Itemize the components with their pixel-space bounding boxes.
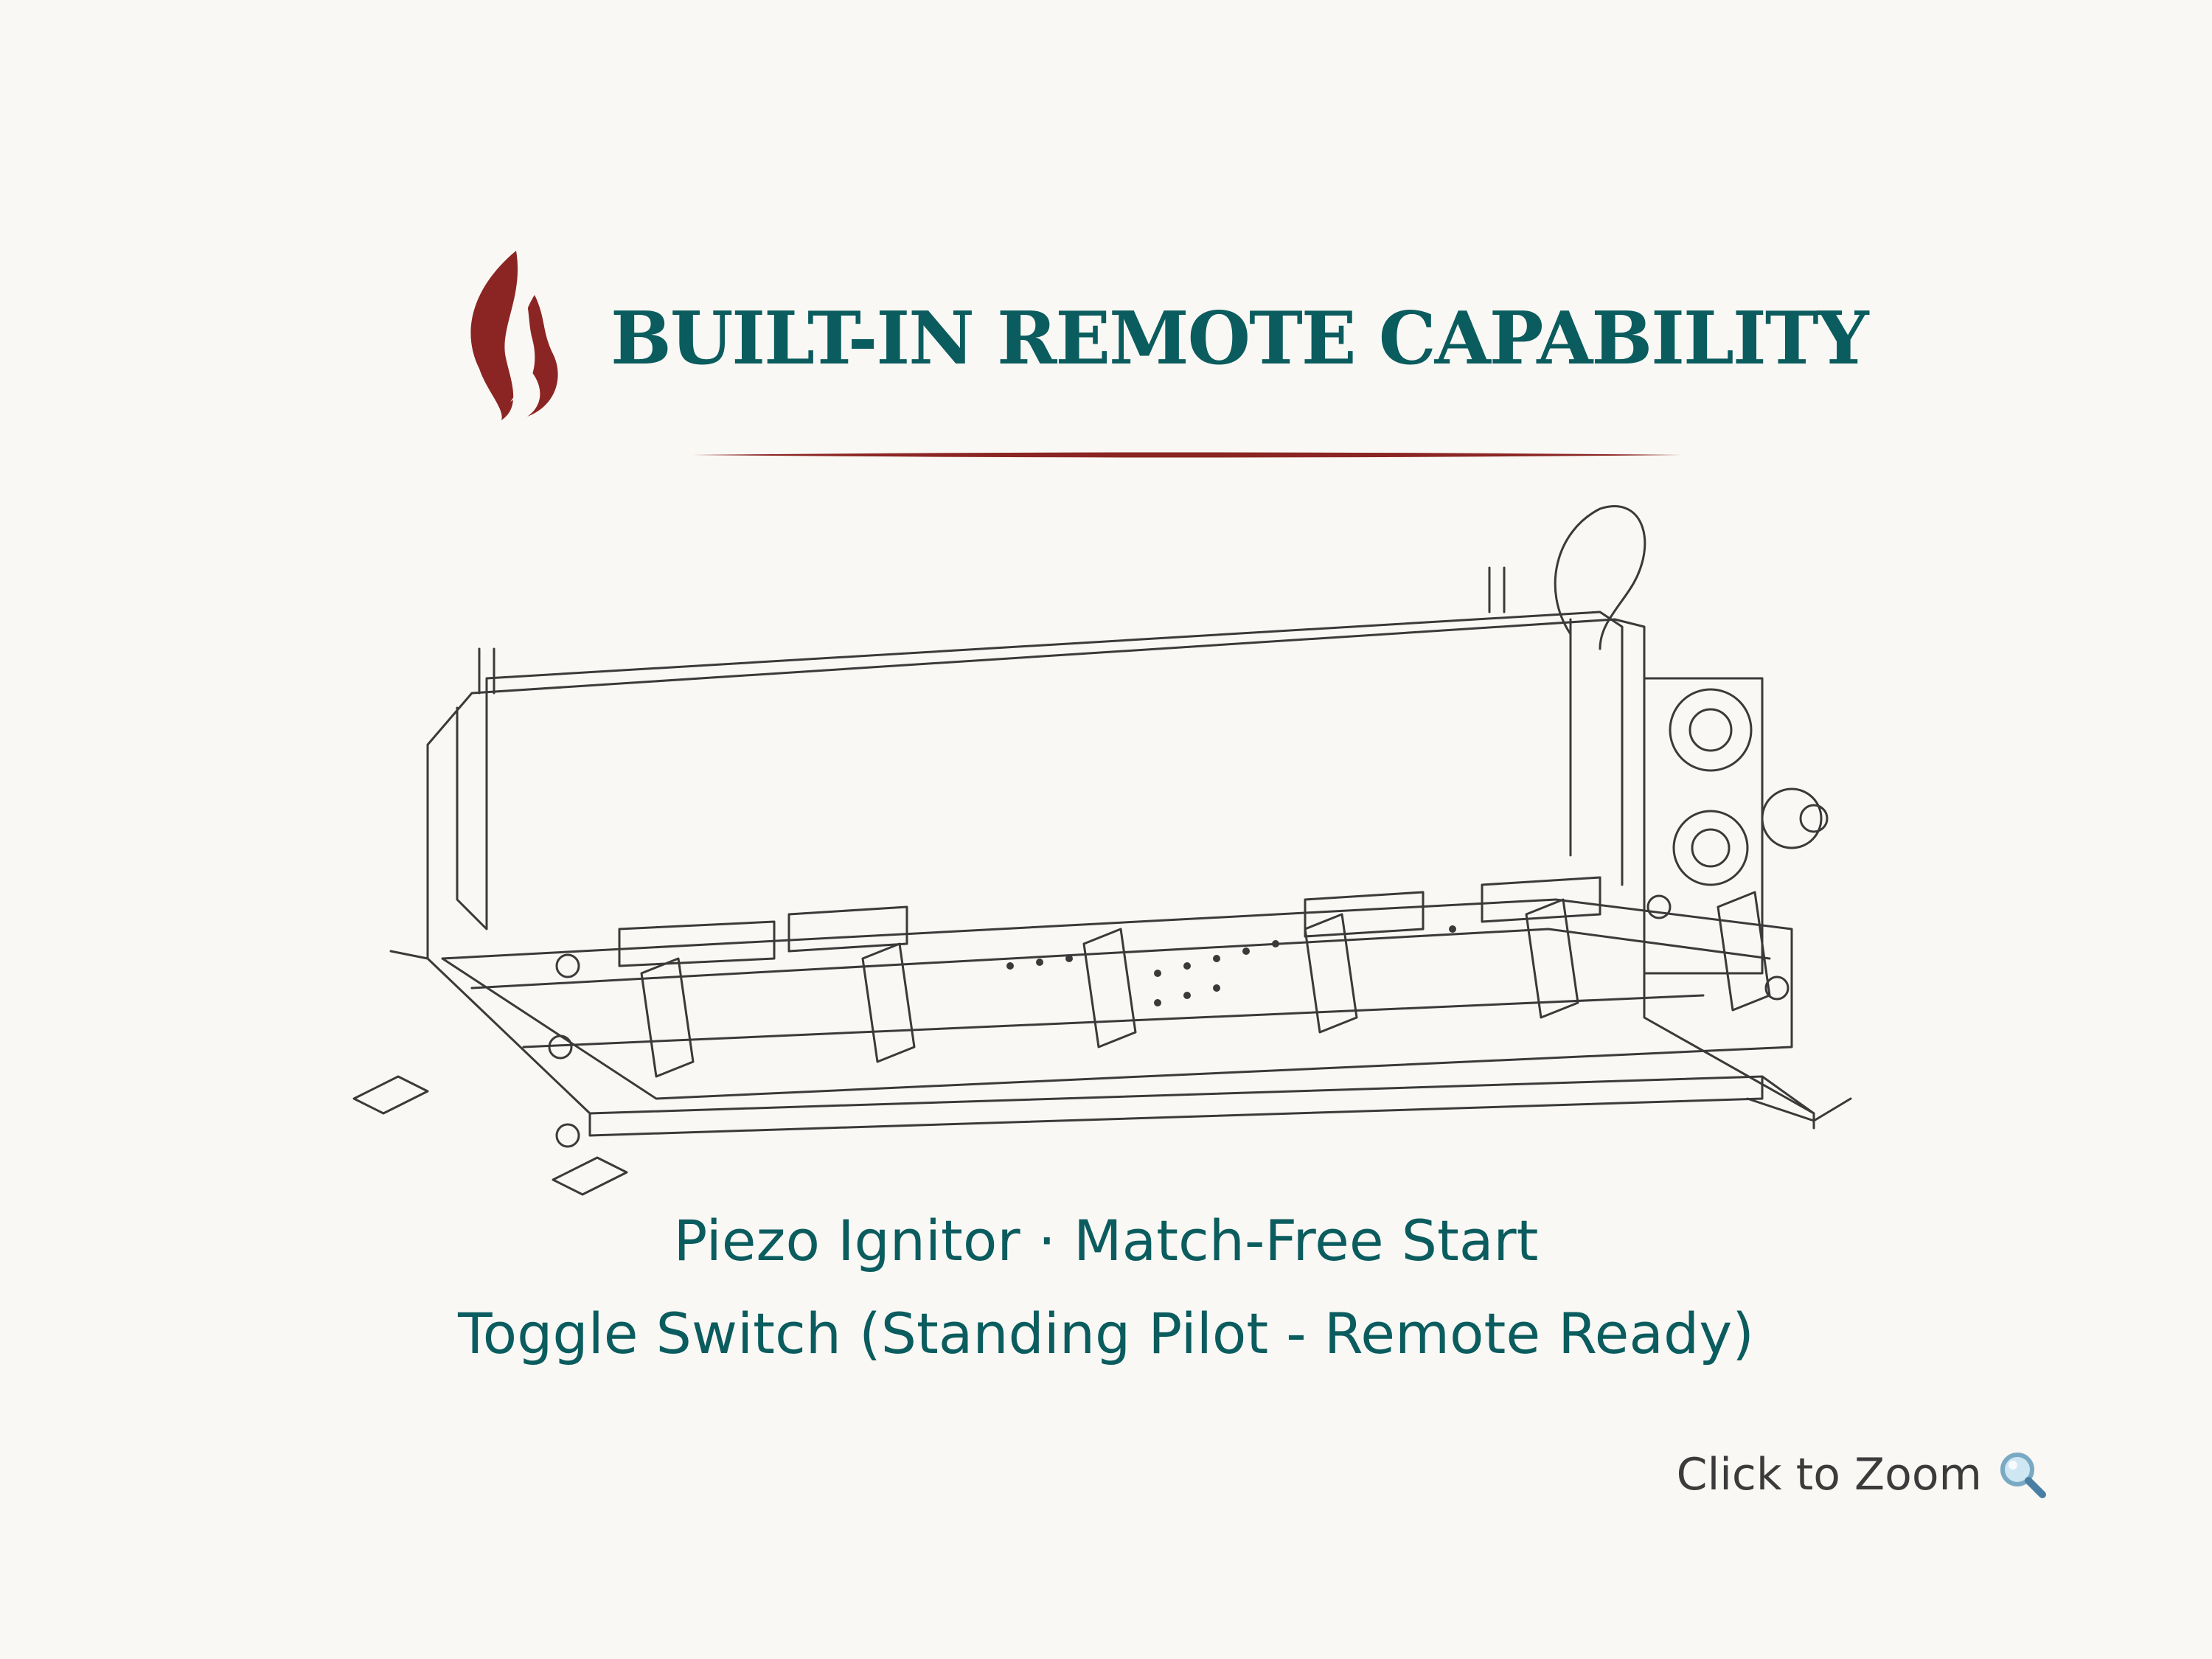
- feature-line-toggle: Toggle Switch (Standing Pilot - Remote R…: [458, 1301, 1754, 1366]
- feature-line-piezo: Piezo Ignitor · Match-Free Start: [673, 1208, 1539, 1273]
- zoom-link[interactable]: Click to Zoom: [1677, 1438, 2048, 1512]
- header: BUILT-IN REMOTE CAPABILITY: [0, 251, 2212, 428]
- title-divider: [693, 452, 1681, 458]
- flame-icon: [470, 251, 558, 420]
- magnifier-icon: [2000, 1453, 2046, 1498]
- burner-assembly-image[interactable]: [347, 487, 1865, 1209]
- zoom-label: Click to Zoom: [1676, 1449, 1982, 1500]
- page-title: BUILT-IN REMOTE CAPABILITY: [611, 296, 1869, 381]
